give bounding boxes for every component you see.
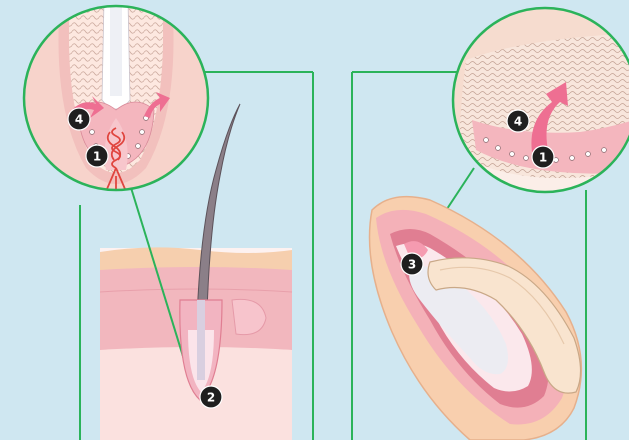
marker-label: 1 bbox=[93, 150, 101, 164]
marker-label: 4 bbox=[514, 115, 522, 129]
right-magnified-inset bbox=[450, 0, 629, 200]
marker-label: 1 bbox=[539, 151, 547, 165]
marker-follicle-bulb: 2 bbox=[200, 386, 222, 408]
left-magnified-inset bbox=[20, 0, 220, 200]
marker-right-inset-arrow: 4 bbox=[507, 110, 529, 132]
marker-label: 3 bbox=[408, 258, 416, 272]
marker-right-inset-base: 1 bbox=[532, 146, 554, 168]
marker-label: 2 bbox=[207, 391, 215, 405]
marker-left-inset-papilla: 1 bbox=[86, 145, 108, 167]
marker-nail-matrix: 3 bbox=[401, 253, 423, 275]
marker-left-inset-arrow: 4 bbox=[68, 108, 90, 130]
marker-label: 4 bbox=[75, 113, 83, 127]
